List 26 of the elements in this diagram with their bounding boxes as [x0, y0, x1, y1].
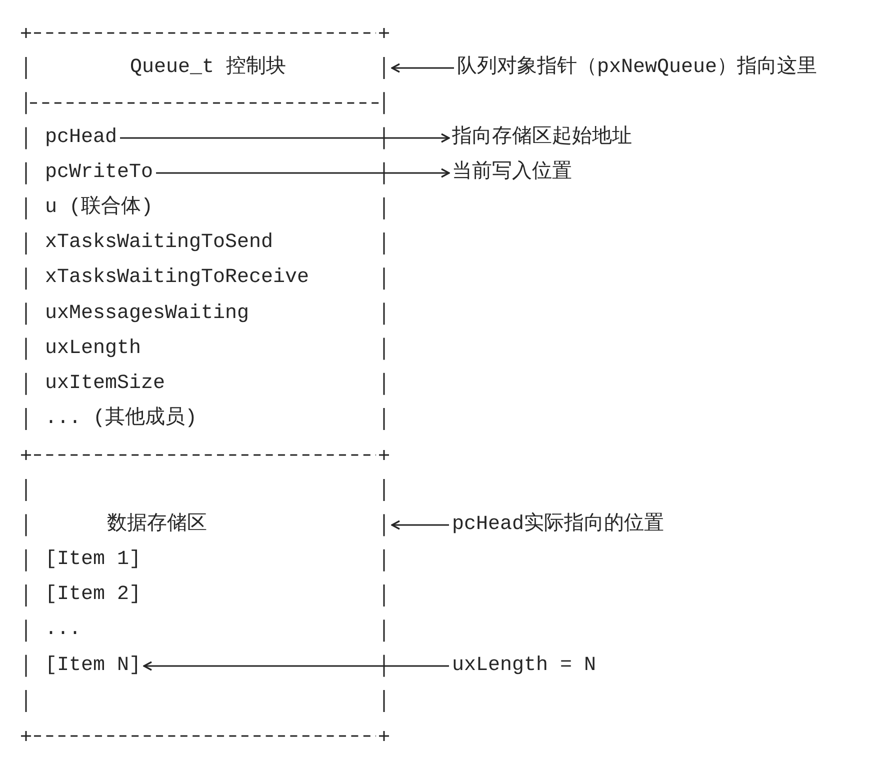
field-name: xTasksWaitingToReceive: [45, 263, 310, 293]
annotation: 指向存储区起始地址: [452, 123, 632, 153]
item-label: [Item N]: [45, 651, 142, 681]
struct-box: [21, 27, 389, 461]
item-label: ...: [45, 615, 82, 645]
arrow: [143, 661, 449, 671]
box-title: Queue_t 控制块: [130, 54, 286, 81]
item-label: [Item 1]: [45, 545, 142, 575]
arrow: [120, 133, 450, 143]
arrow: [391, 63, 454, 73]
annotation: 队列对象指针（pxNewQueue）指向这里: [457, 53, 818, 83]
field-name: uxItemSize: [45, 369, 166, 399]
annotation: pcHead实际指向的位置: [452, 510, 664, 540]
field-name: pcHead: [45, 123, 118, 153]
field-name: u (联合体): [45, 193, 154, 223]
annotation: 当前写入位置: [452, 158, 572, 188]
box-title: 数据存储区: [107, 512, 207, 538]
arrow: [391, 520, 449, 530]
field-name: uxMessagesWaiting: [45, 299, 250, 329]
field-name: pcWriteTo: [45, 158, 154, 188]
field-name: ... (其他成员): [45, 404, 198, 434]
field-name: uxLength: [45, 334, 142, 364]
field-name: xTasksWaitingToSend: [45, 228, 274, 258]
annotation: uxLength = N: [452, 651, 596, 681]
arrow: [156, 168, 450, 178]
item-label: [Item 2]: [45, 580, 142, 610]
